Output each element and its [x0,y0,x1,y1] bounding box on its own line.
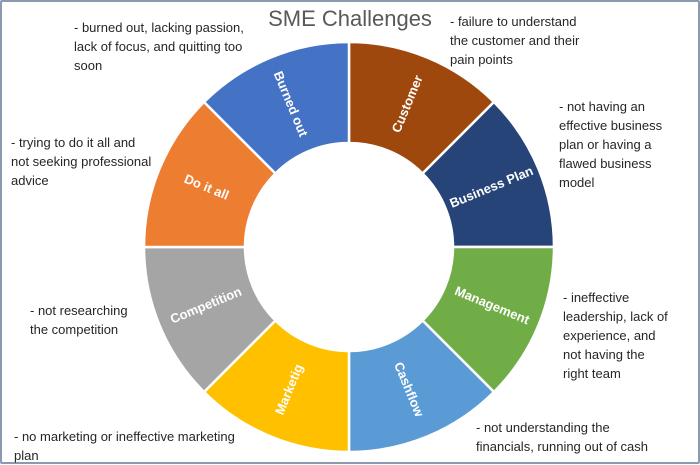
note-line: effective business [559,118,663,133]
note-line: lack of focus, and quitting too [74,39,243,54]
donut-segments [142,40,556,454]
note-cashflow: - not understanding the financials, runn… [476,418,648,456]
note-line: - ineffective [563,290,630,305]
diagram-title: SME Challenges [268,6,432,31]
note-burned-out: - burned out, lacking passion, lack of f… [74,18,244,75]
note-line: the customer and their [450,33,580,48]
note-line: - trying to do it all and [11,135,136,150]
note-customer: - failure to understand the customer and… [450,12,579,69]
note-management: - ineffective leadership, lack of experi… [563,288,668,383]
note-line: experience, and [563,328,656,343]
note-line: model [559,175,595,190]
note-marketing: - no marketing or ineffective marketing … [14,427,235,465]
note-line: right team [563,366,621,381]
note-line: not seeking professional [11,154,152,169]
note-line: advice [11,173,49,188]
note-line: flawed business [559,156,652,171]
note-line: - burned out, lacking passion, [74,20,244,35]
segment-burned-out [202,40,351,176]
note-line: plan or having a [559,137,652,152]
note-line: leadership, lack of [563,309,668,324]
note-line: plan [14,448,39,463]
note-business-plan: - not having an effective business plan … [559,97,662,192]
note-line: financials, running out of cash [476,439,648,454]
note-line: - failure to understand [450,14,577,29]
note-do-it-all: - trying to do it all and not seeking pr… [11,133,151,190]
note-line: - not understanding the [476,420,610,435]
note-line: soon [74,58,103,73]
note-line: - not researching [30,303,128,318]
note-competition: - not researching the competition [30,301,128,339]
note-line: pain points [450,52,513,67]
note-line: the competition [30,322,119,337]
note-line: - no marketing or ineffective marketing [14,429,235,444]
note-line: - not having an [559,99,646,114]
note-line: not having the [563,347,645,362]
